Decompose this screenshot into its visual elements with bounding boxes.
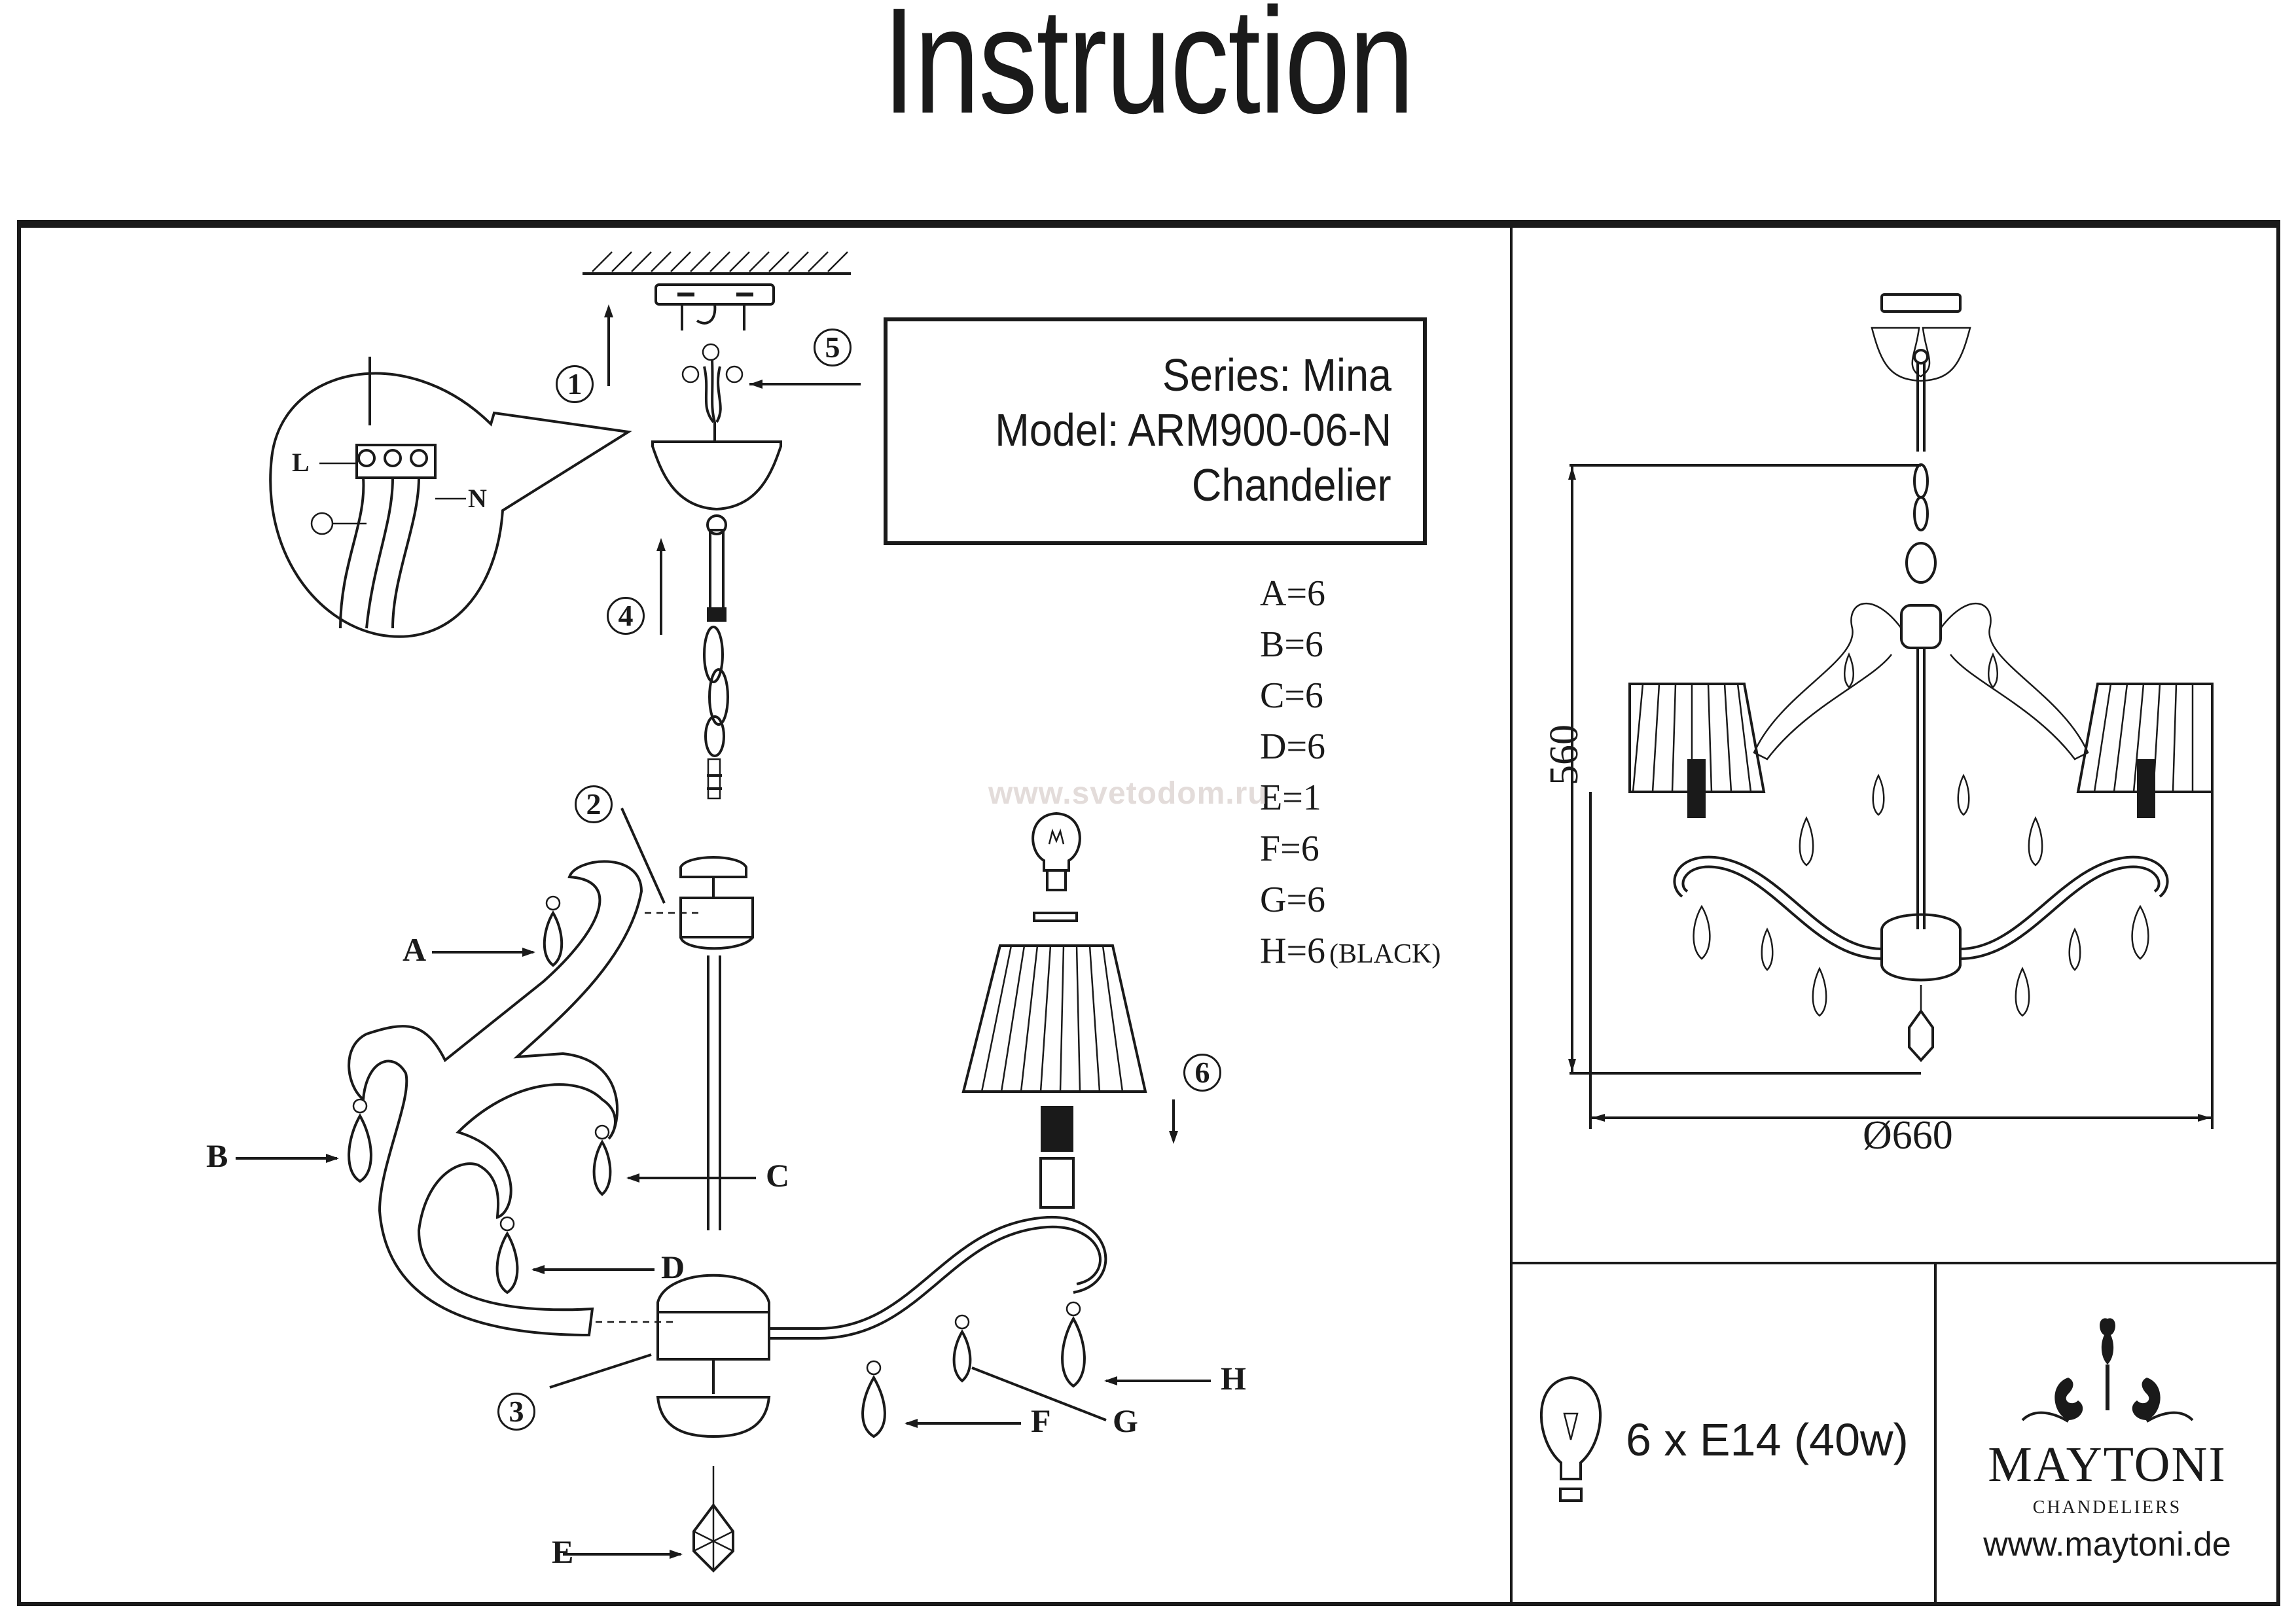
document-title: Instruction bbox=[882, 0, 1414, 145]
callout-d: D bbox=[661, 1249, 685, 1285]
brand-name: MAYTONI bbox=[1988, 1437, 2227, 1492]
elevation-crystals-icon bbox=[1693, 652, 2149, 1017]
dimension-height: 560 bbox=[1542, 724, 1587, 785]
crystal-c-icon bbox=[592, 1124, 612, 1196]
crystal-e-icon bbox=[692, 1503, 734, 1573]
callout-h: H bbox=[1221, 1360, 1246, 1397]
crystal-g-icon bbox=[952, 1314, 972, 1383]
part-g-count: G=6 bbox=[1260, 880, 1326, 920]
callout-g: G bbox=[1113, 1402, 1138, 1439]
wiring-detail-icon bbox=[269, 357, 632, 638]
dimension-lines bbox=[1568, 464, 2214, 1129]
frame-divider-footer bbox=[1934, 1263, 1937, 1602]
parts-list: A=6 B=6 C=6 D=6 E=1 F=6 G=6 H=6(BLACK) bbox=[1260, 568, 1441, 980]
lamp-arm-icon bbox=[769, 1106, 1107, 1340]
brand-subtitle: CHANDELIERS bbox=[2032, 1497, 2182, 1518]
part-h-count: H=6(BLACK) bbox=[1260, 931, 1441, 971]
mounting-bracket-icon bbox=[655, 283, 775, 330]
part-h-note: (BLACK) bbox=[1329, 939, 1441, 969]
callout-b: B bbox=[206, 1137, 228, 1174]
ceiling-wires-icon bbox=[681, 343, 861, 442]
chain-icon bbox=[703, 607, 729, 800]
step-2-marker: 2 bbox=[575, 785, 613, 823]
callout-f: F bbox=[1031, 1402, 1051, 1439]
step-6-marker: 6 bbox=[1183, 1054, 1221, 1092]
model-label: Model: ARM900-06-N bbox=[995, 404, 1391, 455]
frame-divider-vertical bbox=[1510, 224, 1513, 1602]
chandelier-logo-icon bbox=[2021, 1318, 2194, 1423]
watermark: www.svetodom.ru bbox=[988, 776, 1268, 811]
lamp-shade-icon bbox=[961, 912, 1147, 1093]
instruction-frame bbox=[17, 220, 2280, 1606]
callout-c: C bbox=[766, 1157, 790, 1194]
crystal-f-icon bbox=[861, 1360, 886, 1438]
part-e-count: E=1 bbox=[1260, 777, 1321, 818]
part-c-count: C=6 bbox=[1260, 675, 1323, 716]
crystal-d-icon bbox=[495, 1216, 519, 1294]
crystal-h-icon bbox=[1061, 1301, 1086, 1388]
lower-hub-icon bbox=[656, 1274, 771, 1505]
callout-e: E bbox=[552, 1533, 574, 1570]
step-1-marker: 1 bbox=[556, 365, 594, 403]
canopy-icon bbox=[651, 440, 782, 610]
part-f-count: F=6 bbox=[1260, 829, 1319, 869]
product-info-box: Series: Mina Model: ARM900-06-N Chandeli… bbox=[884, 317, 1427, 545]
part-b-count: B=6 bbox=[1260, 624, 1323, 665]
step-4-marker: 4 bbox=[607, 597, 645, 635]
bulb-spec: 6 x E14 (40w) bbox=[1626, 1414, 1909, 1465]
step-5-marker: 5 bbox=[814, 329, 852, 366]
step-3-marker: 3 bbox=[497, 1393, 535, 1431]
bulb-symbol-icon bbox=[1539, 1376, 1602, 1502]
brand-url[interactable]: www.maytoni.de bbox=[1983, 1525, 2231, 1563]
callout-wire-n: N bbox=[468, 484, 487, 513]
light-bulb-icon bbox=[1031, 812, 1081, 891]
crystal-b-icon bbox=[348, 1098, 372, 1183]
callout-a: A bbox=[403, 931, 427, 968]
series-label: Series: Mina bbox=[1162, 349, 1391, 401]
part-d-count: D=6 bbox=[1260, 726, 1326, 767]
dimension-diameter: Ø660 bbox=[1863, 1113, 1953, 1158]
frame-divider-horizontal bbox=[1511, 1262, 2277, 1264]
scroll-arm-icon bbox=[348, 860, 700, 1337]
part-a-count: A=6 bbox=[1260, 573, 1326, 614]
ceiling-icon bbox=[583, 251, 851, 275]
upper-hub-icon bbox=[679, 856, 754, 1230]
callout-wire-l: L bbox=[292, 448, 310, 477]
chandelier-elevation-icon bbox=[1628, 293, 2214, 1062]
crystal-a-icon bbox=[543, 895, 564, 967]
product-type-label: Chandelier bbox=[1192, 459, 1391, 510]
